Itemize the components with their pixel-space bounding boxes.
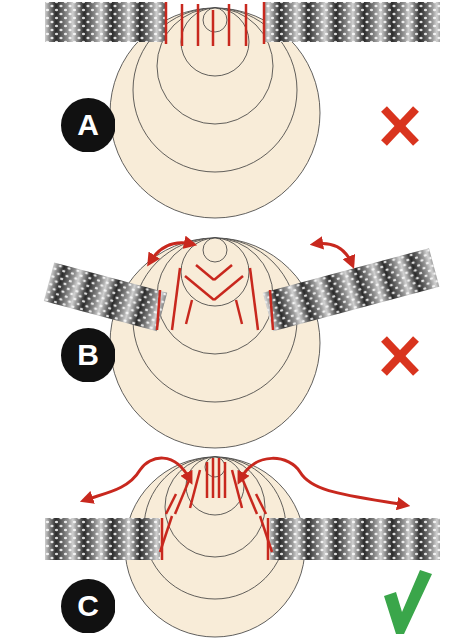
ball-b xyxy=(110,238,320,448)
cross-mark xyxy=(384,109,416,143)
cut-lines-b xyxy=(157,265,273,330)
badge-circle xyxy=(61,328,116,383)
check-mark xyxy=(384,570,432,634)
cross-mark xyxy=(384,339,416,373)
motion-arrows-b xyxy=(150,243,352,264)
step-badge: C xyxy=(61,579,116,634)
strips-c xyxy=(45,518,440,560)
step-badge: B xyxy=(61,328,116,383)
step-badge: A xyxy=(61,98,116,153)
badge-circle xyxy=(61,579,116,634)
panel-letter: B xyxy=(61,328,116,383)
cut-lines-c xyxy=(160,458,272,560)
strips-a xyxy=(45,2,440,42)
cut-lines-a xyxy=(166,2,264,46)
panel-letter: C xyxy=(61,579,116,634)
strips-b xyxy=(44,248,440,331)
motion-arrows-c xyxy=(85,458,405,505)
badge-circle xyxy=(61,98,116,153)
panel-letter: A xyxy=(61,98,116,153)
